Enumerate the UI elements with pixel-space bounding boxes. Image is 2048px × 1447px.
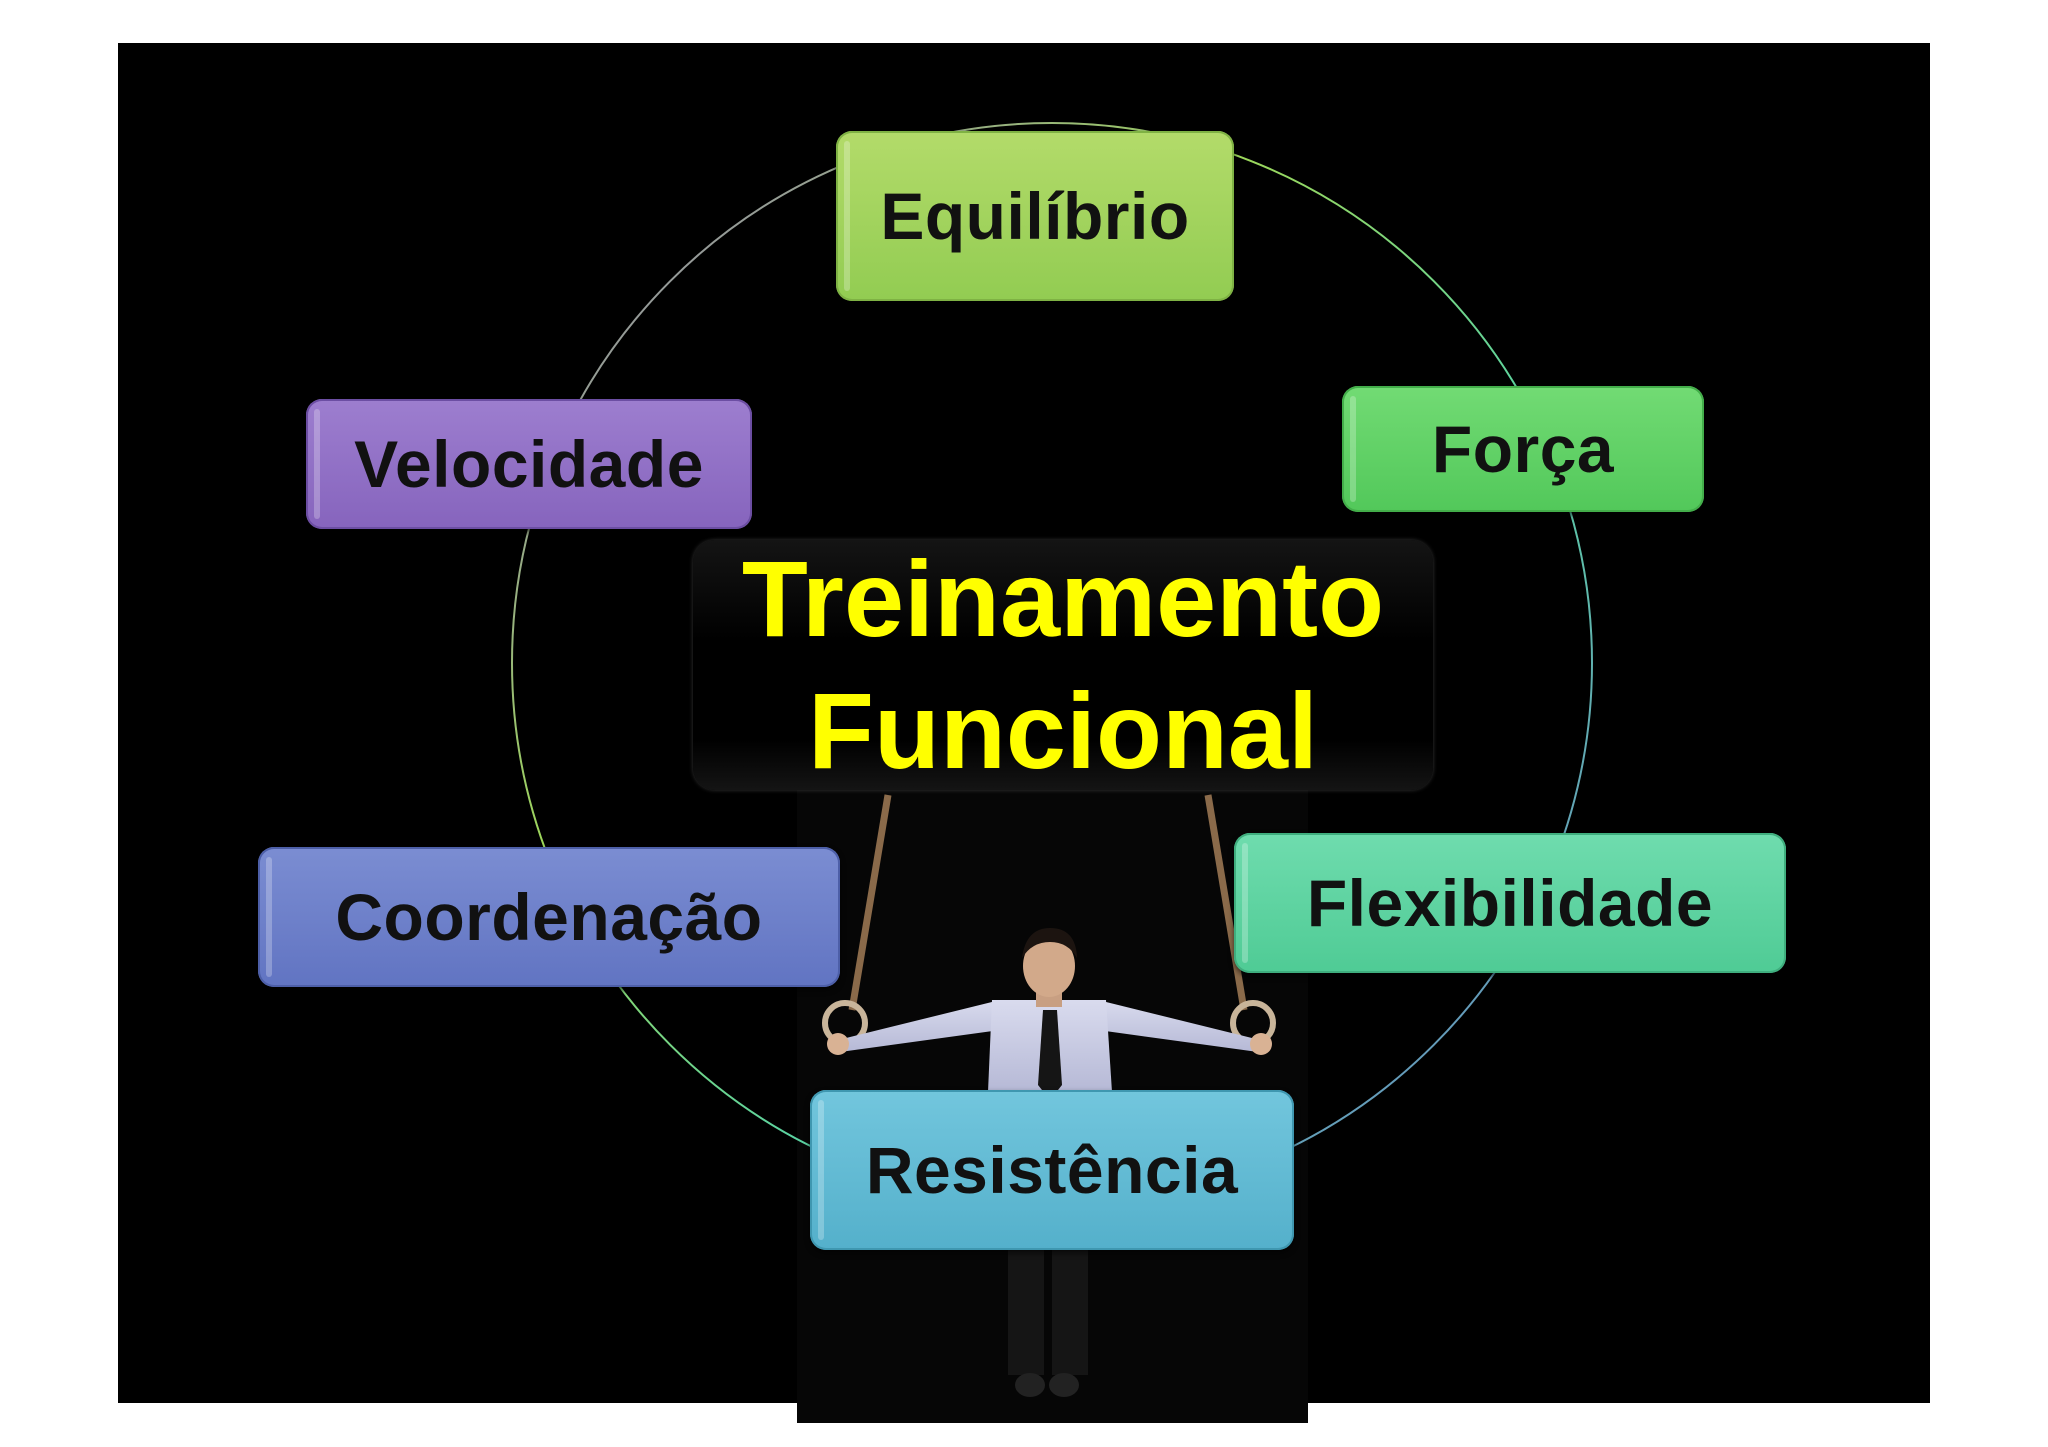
node-resistencia-label: Resistência [865,1133,1239,1207]
node-equilibrio: Equilíbrio [836,131,1234,301]
node-forca-label: Força [1431,412,1615,486]
node-forca: Força [1342,386,1704,512]
node-resistencia: Resistência [810,1090,1294,1250]
person-on-rings-image [822,794,1276,1397]
node-flexibilidade: Flexibilidade [1234,833,1786,973]
node-equilibrio-label: Equilíbrio [880,179,1190,253]
center-title-line-1: Treinamento [741,538,1385,659]
node-flexibilidade-label: Flexibilidade [1306,866,1714,940]
node-coordenacao-label: Coordenação [335,880,763,954]
center-title-line-2: Funcional [808,670,1318,791]
node-velocidade-label: Velocidade [354,427,704,501]
center-title-box: Treinamento Funcional [693,538,1433,791]
node-velocidade: Velocidade [306,399,752,529]
node-coordenacao: Coordenação [258,847,840,987]
